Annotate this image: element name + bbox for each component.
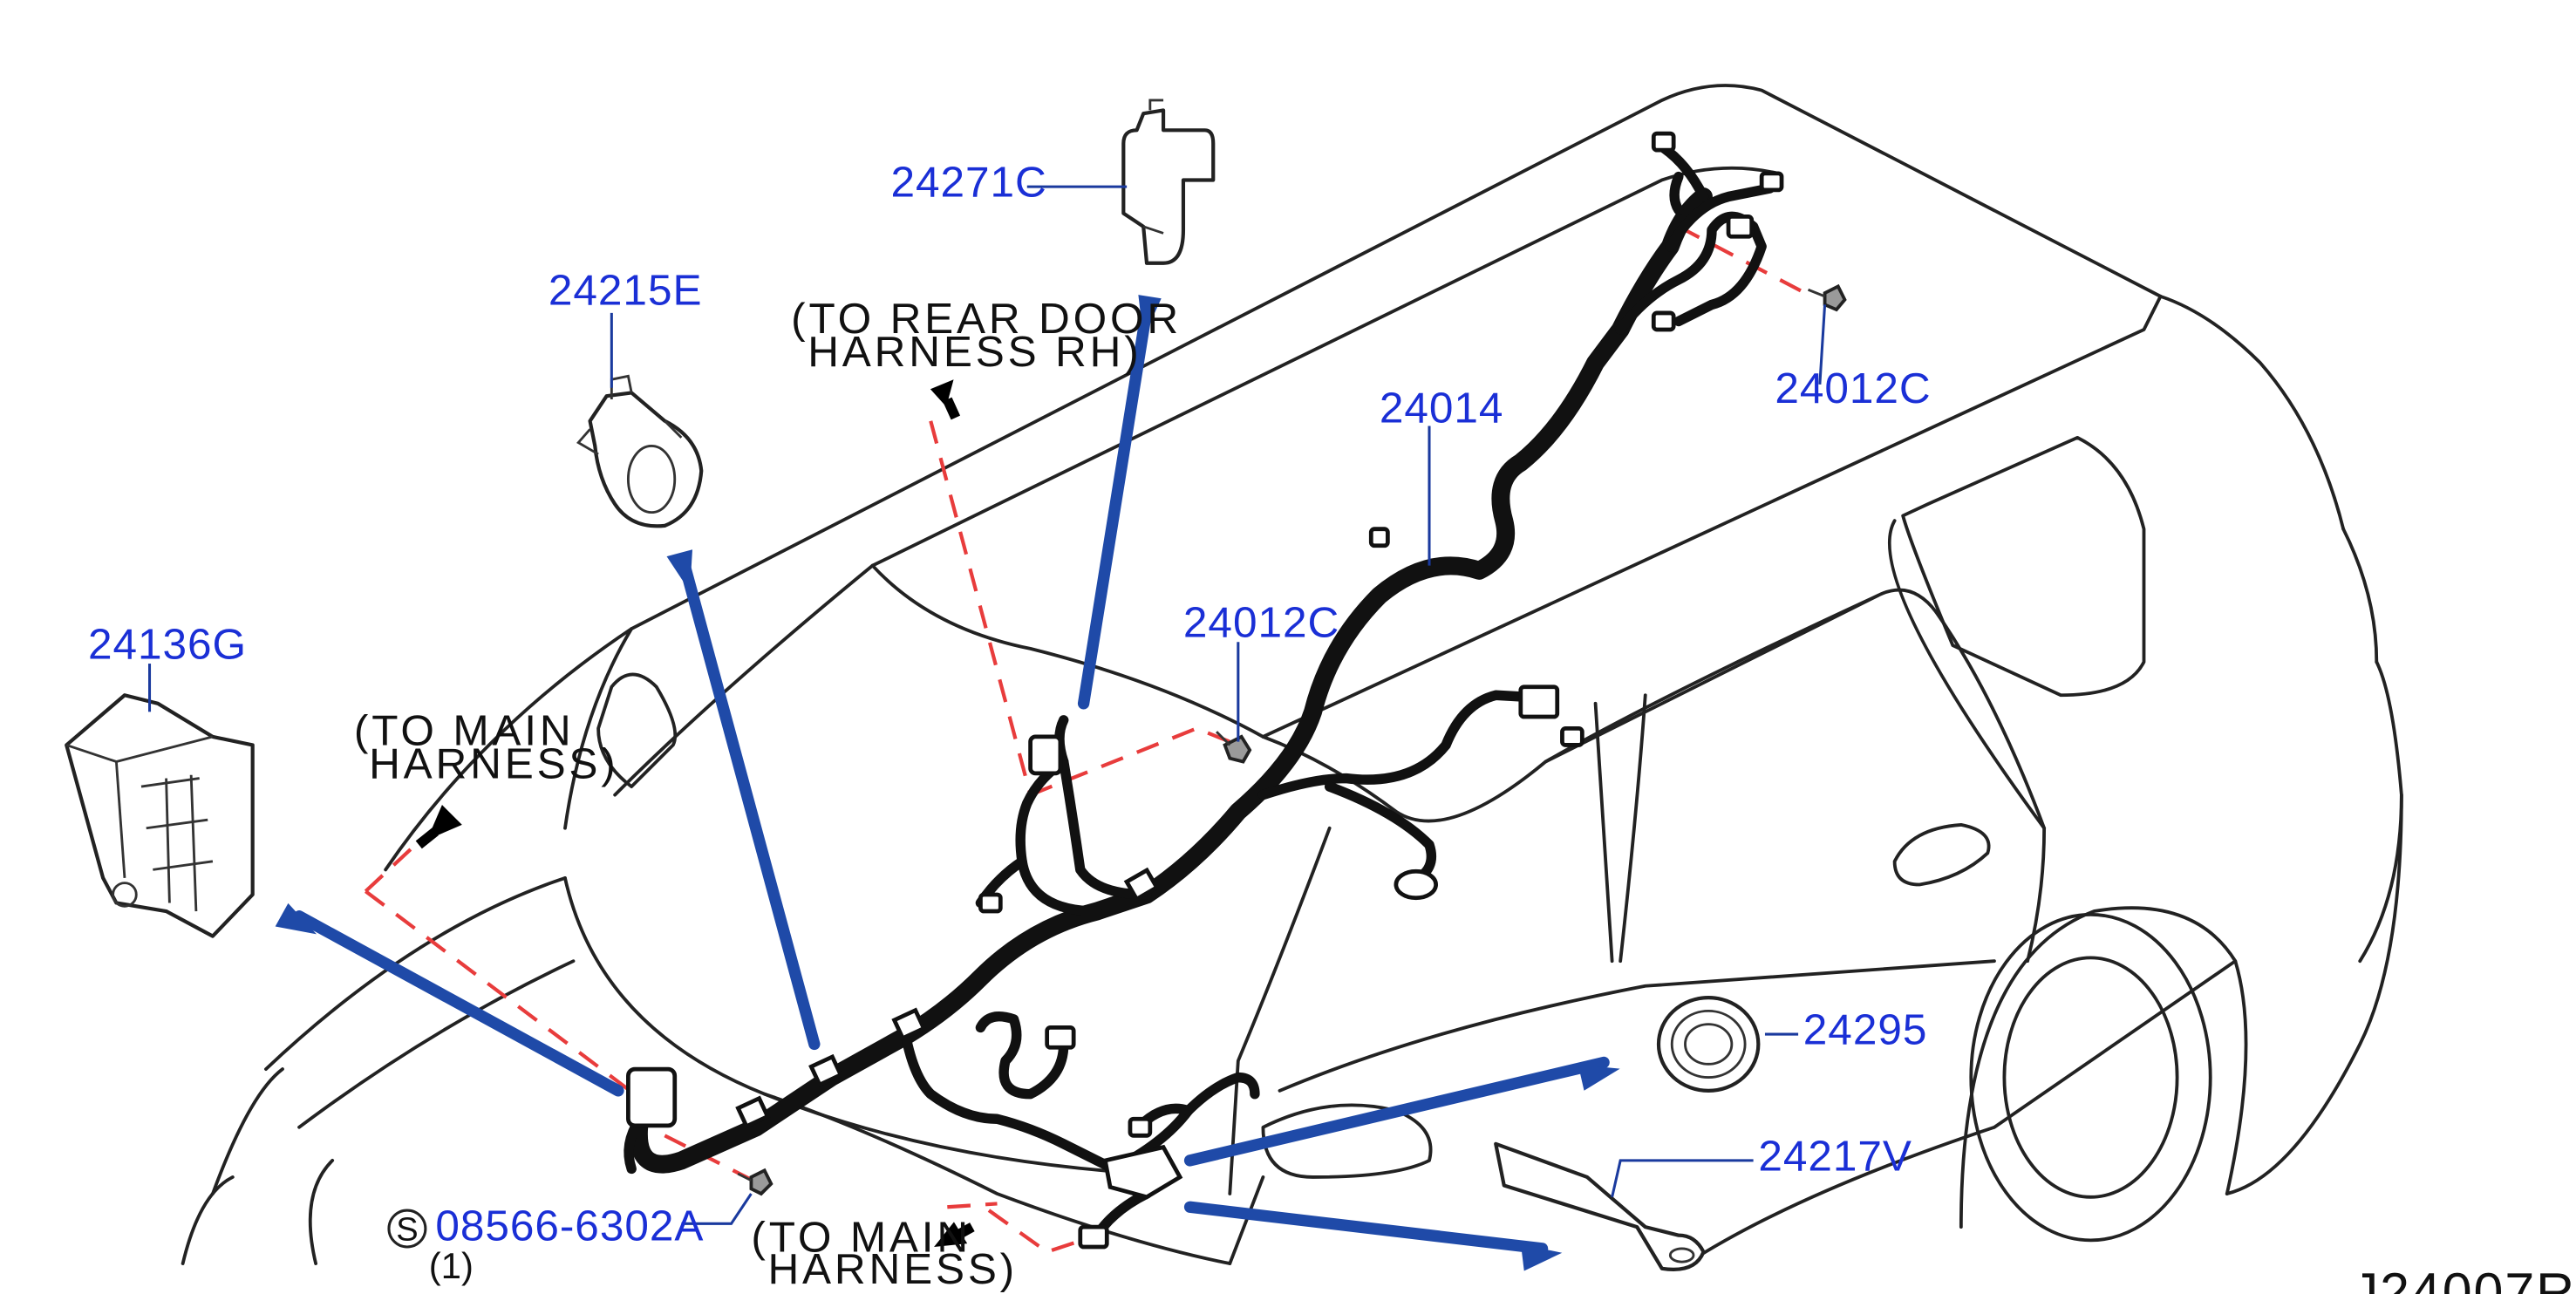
note-main-upper-line2: HARNESS) bbox=[369, 739, 619, 788]
callout-24012C-lower[interactable]: 24012C bbox=[1775, 364, 1931, 412]
bolt-icon bbox=[1807, 283, 1847, 312]
callout-24136G[interactable]: 24136G bbox=[88, 619, 247, 668]
direction-arrow-icon bbox=[934, 1222, 975, 1247]
callout-08566-6302A[interactable]: 08566-6302A bbox=[435, 1201, 704, 1250]
harness-connectors bbox=[626, 131, 1784, 1250]
bolt-icon bbox=[1216, 731, 1252, 764]
callout-24014[interactable]: 24014 bbox=[1380, 384, 1504, 432]
s-symbol-circle bbox=[387, 1209, 427, 1249]
grommet-24295[interactable] bbox=[1656, 996, 1761, 1093]
direction-arrow-icon bbox=[415, 805, 462, 849]
callout-24215E[interactable]: 24215E bbox=[549, 265, 703, 314]
note-rear-door-line1: (TO REAR DOOR bbox=[791, 294, 1182, 343]
bolt-icon bbox=[737, 1168, 773, 1196]
callout-24295[interactable]: 24295 bbox=[1803, 1005, 1928, 1053]
screw-part-callout[interactable]: S 08566-6302A (1) bbox=[387, 1201, 704, 1286]
s-symbol: S bbox=[396, 1211, 418, 1248]
note-main-lower-line2: HARNESS) bbox=[767, 1244, 1018, 1293]
callout-24271C[interactable]: 24271C bbox=[891, 158, 1047, 207]
quantity-label: (1) bbox=[429, 1245, 474, 1286]
note-main-upper-line1: (TO MAIN bbox=[354, 705, 575, 754]
direction-arrow-icon bbox=[930, 379, 961, 420]
clip-24215E[interactable] bbox=[576, 374, 704, 528]
bracket-24136G[interactable] bbox=[65, 693, 255, 938]
part-pointer-arrows bbox=[275, 295, 1620, 1271]
bracket-24271C[interactable] bbox=[1121, 99, 1216, 265]
note-main-lower-line1: (TO MAIN bbox=[751, 1213, 971, 1262]
callout-leaders bbox=[147, 185, 1827, 1225]
protector-24217V[interactable] bbox=[1494, 1141, 1706, 1271]
note-rear-door-line2: HARNESS RH) bbox=[808, 327, 1141, 376]
callout-24217V[interactable]: 24217V bbox=[1758, 1131, 1912, 1180]
vehicle-body-outline bbox=[181, 84, 2403, 1265]
callout-24012C-upper[interactable]: 24012C bbox=[1183, 598, 1339, 647]
drawing-number: J24007RC bbox=[2352, 1262, 2576, 1294]
